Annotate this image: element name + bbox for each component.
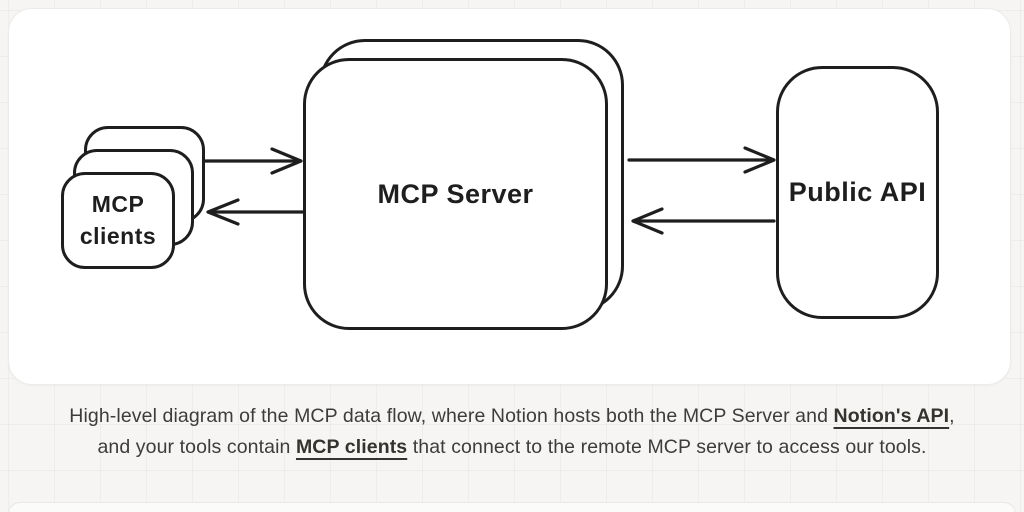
arrow-server-to-clients (206, 198, 305, 226)
notions-api-link[interactable]: Notion's API (833, 405, 950, 427)
arrow-api-to-server (631, 207, 776, 235)
mcp-server-label: MCP Server (377, 178, 534, 209)
arrow-server-to-api (627, 146, 776, 174)
caption-text-2: , and your tools contain (97, 405, 955, 458)
mcp-server-node: MCP Server (303, 58, 608, 330)
caption-text-1: High-level diagram of the MCP data flow,… (69, 405, 834, 427)
public-api-node: Public API (776, 66, 939, 319)
public-api-label: Public API (788, 177, 927, 207)
diagram-card: MCP clients MCP Server Public API (8, 8, 1011, 385)
mcp-clients-label: MCP clients (79, 191, 157, 249)
mcp-clients-node: MCP clients (61, 172, 175, 269)
caption-text-3: that connect to the remote MCP server to… (407, 436, 927, 458)
arrow-clients-to-server (202, 147, 303, 175)
mcp-clients-link[interactable]: MCP clients (295, 436, 408, 458)
next-section-edge (8, 502, 1016, 512)
caption: High-level diagram of the MCP data flow,… (52, 401, 972, 463)
